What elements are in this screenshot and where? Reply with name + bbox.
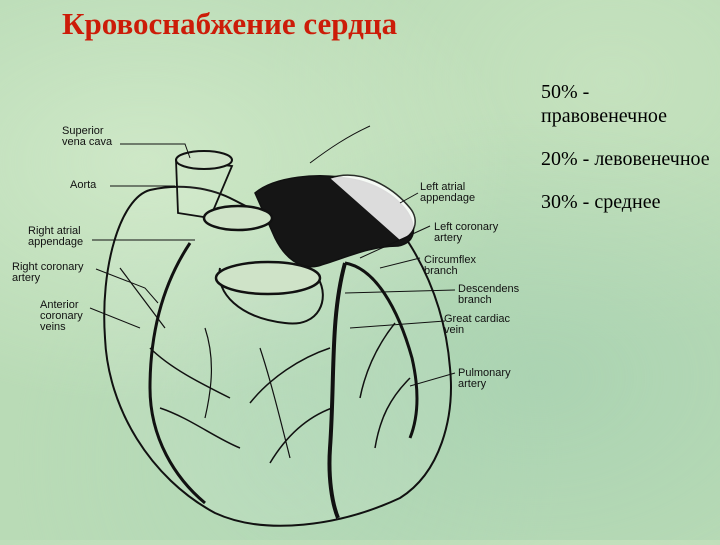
aorta-opening (202, 204, 274, 232)
label-pulmonary-artery: Pulmonary artery (458, 367, 511, 390)
label-left-atrial-appendage: Left atrial appendage (420, 181, 476, 204)
stat-left-coronary: 20% - левовенечное (541, 148, 710, 170)
label-right-atrial-appendage: Right atrial appendage (28, 225, 84, 248)
vena-cava-opening (175, 150, 233, 170)
label-right-coronary-artery: Right coronary artery (12, 261, 84, 284)
label-left-coronary-artery: Left coronary artery (434, 221, 499, 244)
heart-illustration (89, 125, 456, 527)
label-aorta: Aorta (70, 179, 97, 191)
label-superior-vena-cava: Superior vena cava (62, 125, 113, 148)
label-circumflex-branch: Circumflex branch (424, 254, 476, 277)
blood-supply-stats: 50% - правовенечное 20% - левовенечное 3… (541, 80, 716, 233)
left-atrial-appendage-shape (329, 174, 416, 241)
circumflex-vessel (344, 261, 419, 439)
stat-right-coronary: 50% - правовенечное (541, 81, 668, 127)
descendens-branch (327, 262, 347, 519)
stat-middle: 30% - среднее (541, 191, 661, 213)
label-anterior-coronary-veins: Anterior coronary veins (40, 299, 83, 333)
heart-diagram: Superior vena cava Aorta Right atrial ap… (0, 118, 540, 540)
label-great-cardiac-vein: Great cardiac vein (444, 313, 511, 336)
page-title: Кровоснабжение сердца (62, 6, 398, 41)
label-descendens-branch: Descendens branch (458, 283, 520, 306)
pulmonary-opening (214, 260, 322, 296)
right-coronary-vessel (148, 242, 206, 505)
